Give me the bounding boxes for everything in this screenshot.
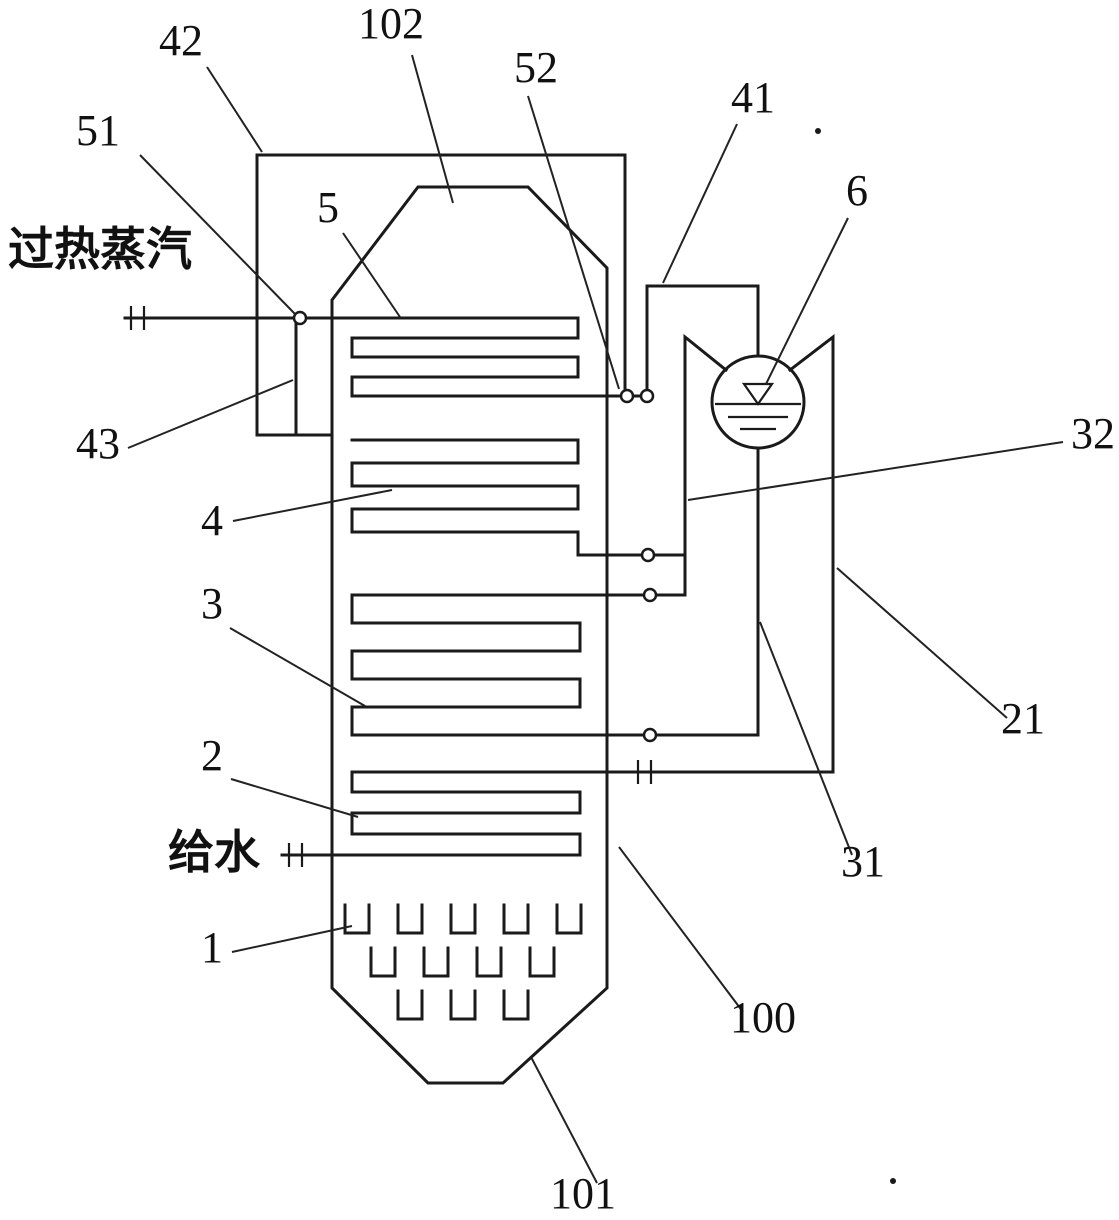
casing-42-outline: [255, 153, 627, 437]
leader-5: [342, 232, 401, 318]
leader-6: [765, 217, 849, 385]
burner-row-2: [369, 946, 556, 978]
casing-pipe-21: [787, 333, 835, 774]
leader-100: [618, 846, 744, 1013]
boiler-vessel-outline: [330, 185, 609, 1085]
connection-node-coil3-bottom: [642, 727, 658, 743]
feedwater-break-symbol: [287, 843, 304, 867]
label-superheated-steam: 过热蒸汽: [8, 222, 192, 276]
burner-row-1: [343, 903, 583, 935]
connection-node-52b: [639, 388, 655, 404]
connection-node-coil3-top: [642, 587, 658, 603]
steam-drum-6: [710, 354, 806, 450]
label-6: 6: [846, 166, 868, 215]
leader-4: [232, 489, 393, 522]
connection-node-52a: [619, 388, 635, 404]
superheater-coil-4: [350, 438, 687, 557]
reference-labels: 42 102 52 41 6 51 5 43 4 32 3 21 2 31 1 …: [8, 0, 1115, 1218]
label-41: 41: [731, 73, 775, 122]
label-43: 43: [76, 419, 120, 468]
economizer-outlet-break-symbol: [636, 760, 653, 784]
label-feedwater: 给水: [168, 825, 261, 879]
leader-43: [127, 379, 294, 449]
label-3: 3: [201, 579, 223, 628]
label-1: 1: [201, 923, 223, 972]
label-100: 100: [730, 993, 796, 1042]
leader-42: [206, 66, 263, 153]
connection-node-51: [292, 310, 308, 326]
riser-pipe-32: [683, 333, 729, 597]
speck-dot-top: [815, 128, 821, 134]
leader-32: [687, 441, 1064, 501]
leader-41: [662, 123, 738, 284]
label-21: 21: [1001, 694, 1045, 743]
evaporator-coil-3: [350, 593, 760, 737]
leader-21: [836, 567, 1008, 719]
steam-break-symbol: [129, 306, 146, 330]
connection-node-coil4: [640, 547, 656, 563]
label-32: 32: [1071, 409, 1115, 458]
leader-52: [527, 95, 620, 390]
label-31: 31: [841, 837, 885, 886]
economizer-coil-2: [280, 770, 835, 857]
label-102: 102: [358, 0, 424, 48]
leader-1: [231, 925, 353, 953]
superheater-coil-5: [298, 316, 649, 398]
burner-row-3: [396, 989, 530, 1021]
leader-2: [230, 778, 359, 818]
label-101: 101: [550, 1169, 616, 1218]
leader-102: [411, 54, 454, 204]
leader-101: [530, 1056, 598, 1184]
label-5: 5: [317, 183, 339, 232]
label-4: 4: [201, 496, 223, 545]
water-level-symbol: [715, 382, 801, 431]
leader-lines: [127, 54, 1064, 1184]
leader-3: [229, 627, 366, 707]
speck-dot-bottom: [890, 1178, 896, 1184]
label-2: 2: [201, 731, 223, 780]
label-52: 52: [514, 43, 558, 92]
label-51: 51: [76, 106, 120, 155]
label-42: 42: [159, 16, 203, 65]
steam-pipe-41: [645, 284, 760, 398]
leader-51: [139, 154, 296, 315]
leader-31: [759, 621, 853, 856]
